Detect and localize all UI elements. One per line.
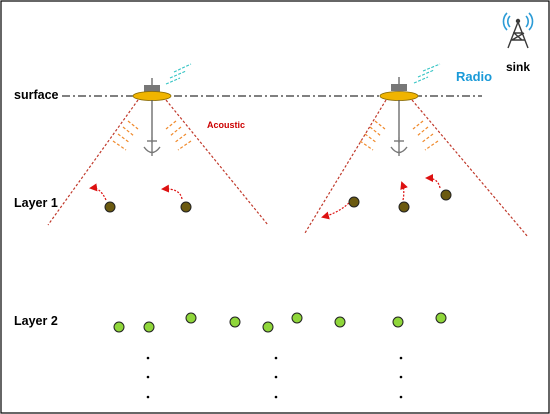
surface-buoy-icon xyxy=(379,77,419,143)
layer-2-nodes xyxy=(113,312,447,333)
radio-label: Radio xyxy=(456,69,492,84)
movement-arrow xyxy=(400,181,408,201)
acoustic-label: Acoustic xyxy=(207,120,245,130)
layer-2-node xyxy=(334,316,346,328)
layer-2-node xyxy=(185,312,197,324)
anchor-icon xyxy=(143,137,161,156)
layer-1-node xyxy=(440,189,452,201)
movement-arrow xyxy=(425,174,441,189)
sink-tower-icon xyxy=(502,12,534,49)
surface-buoy-icon xyxy=(132,78,172,143)
surface-label: surface xyxy=(14,88,59,102)
layer-1-nodes xyxy=(104,189,452,213)
acoustic-waves-right xyxy=(359,120,439,151)
anchor-icon xyxy=(390,137,408,156)
continuation-dots xyxy=(146,356,403,399)
layer-1-node xyxy=(104,201,116,213)
layer-2-node xyxy=(143,321,155,333)
layer-1-label: Layer 1 xyxy=(14,196,58,210)
movement-arrow xyxy=(321,202,350,220)
coverage-cone-left xyxy=(47,99,269,226)
sink-label: sink xyxy=(506,60,530,74)
movement-arrow xyxy=(161,184,183,200)
layer-1-node xyxy=(348,196,360,208)
layer-2-node xyxy=(392,316,404,328)
acoustic-waves-left xyxy=(112,120,192,151)
layer-2-node xyxy=(113,321,125,333)
layer-2-label: Layer 2 xyxy=(14,314,58,328)
layer-1-node xyxy=(398,201,410,213)
radio-waves-right xyxy=(413,63,441,84)
layer-1-node xyxy=(180,201,192,213)
movement-arrows xyxy=(89,174,441,220)
radio-waves-left xyxy=(165,63,192,85)
layer-2-node xyxy=(435,312,447,324)
movement-arrow xyxy=(89,183,107,201)
layer-2-node xyxy=(291,312,303,324)
layer-2-node xyxy=(229,316,241,328)
coverage-cone-right xyxy=(304,99,529,238)
layer-2-node xyxy=(262,321,274,333)
